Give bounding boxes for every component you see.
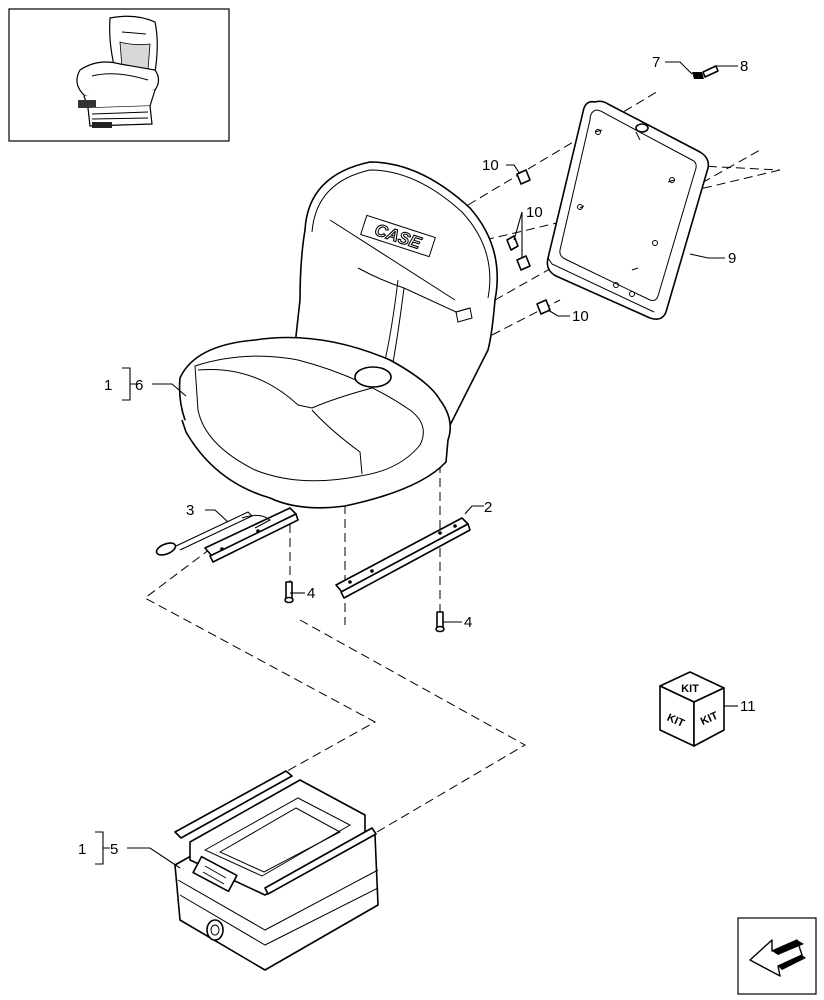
label-item-7: 7 bbox=[652, 54, 660, 71]
bolt-left bbox=[284, 581, 294, 604]
nuts bbox=[506, 169, 551, 315]
slide-rail bbox=[335, 517, 471, 599]
label-item-3: 3 bbox=[186, 502, 194, 519]
label-item-1-bottom: 1 bbox=[78, 841, 86, 858]
kit-top-label: KIT bbox=[681, 683, 699, 695]
label-item-4-right: 4 bbox=[464, 614, 472, 631]
label-item-11: 11 bbox=[740, 698, 756, 715]
label-item-9: 9 bbox=[728, 250, 736, 267]
label-item-10-a: 10 bbox=[482, 157, 499, 174]
label-item-4-left: 4 bbox=[307, 585, 315, 602]
slide-rail-with-lever bbox=[155, 507, 299, 563]
label-item-8: 8 bbox=[740, 58, 748, 75]
label-item-5: 5 bbox=[110, 841, 118, 858]
seat-thumbnail-icon[interactable] bbox=[8, 8, 230, 142]
suspension-base bbox=[174, 770, 379, 971]
screw-and-washer bbox=[692, 65, 719, 79]
label-item-10-b: 10 bbox=[526, 204, 543, 221]
label-item-6: 6 bbox=[135, 377, 143, 394]
callout-lines bbox=[95, 61, 738, 869]
seat-cushion: CASE bbox=[178, 161, 498, 509]
callout-labels: 1 6 1 5 2 3 4 4 7 8 9 10 10 10 11 bbox=[78, 54, 756, 858]
previous-page-arrow-icon[interactable] bbox=[737, 917, 817, 995]
bolt-right bbox=[435, 611, 445, 633]
kit-cube-icon: KIT KIT KIT bbox=[659, 671, 725, 747]
back-panel bbox=[546, 100, 710, 320]
label-item-10-c: 10 bbox=[572, 308, 589, 325]
label-item-2: 2 bbox=[484, 499, 492, 516]
label-item-1-top: 1 bbox=[104, 377, 112, 394]
